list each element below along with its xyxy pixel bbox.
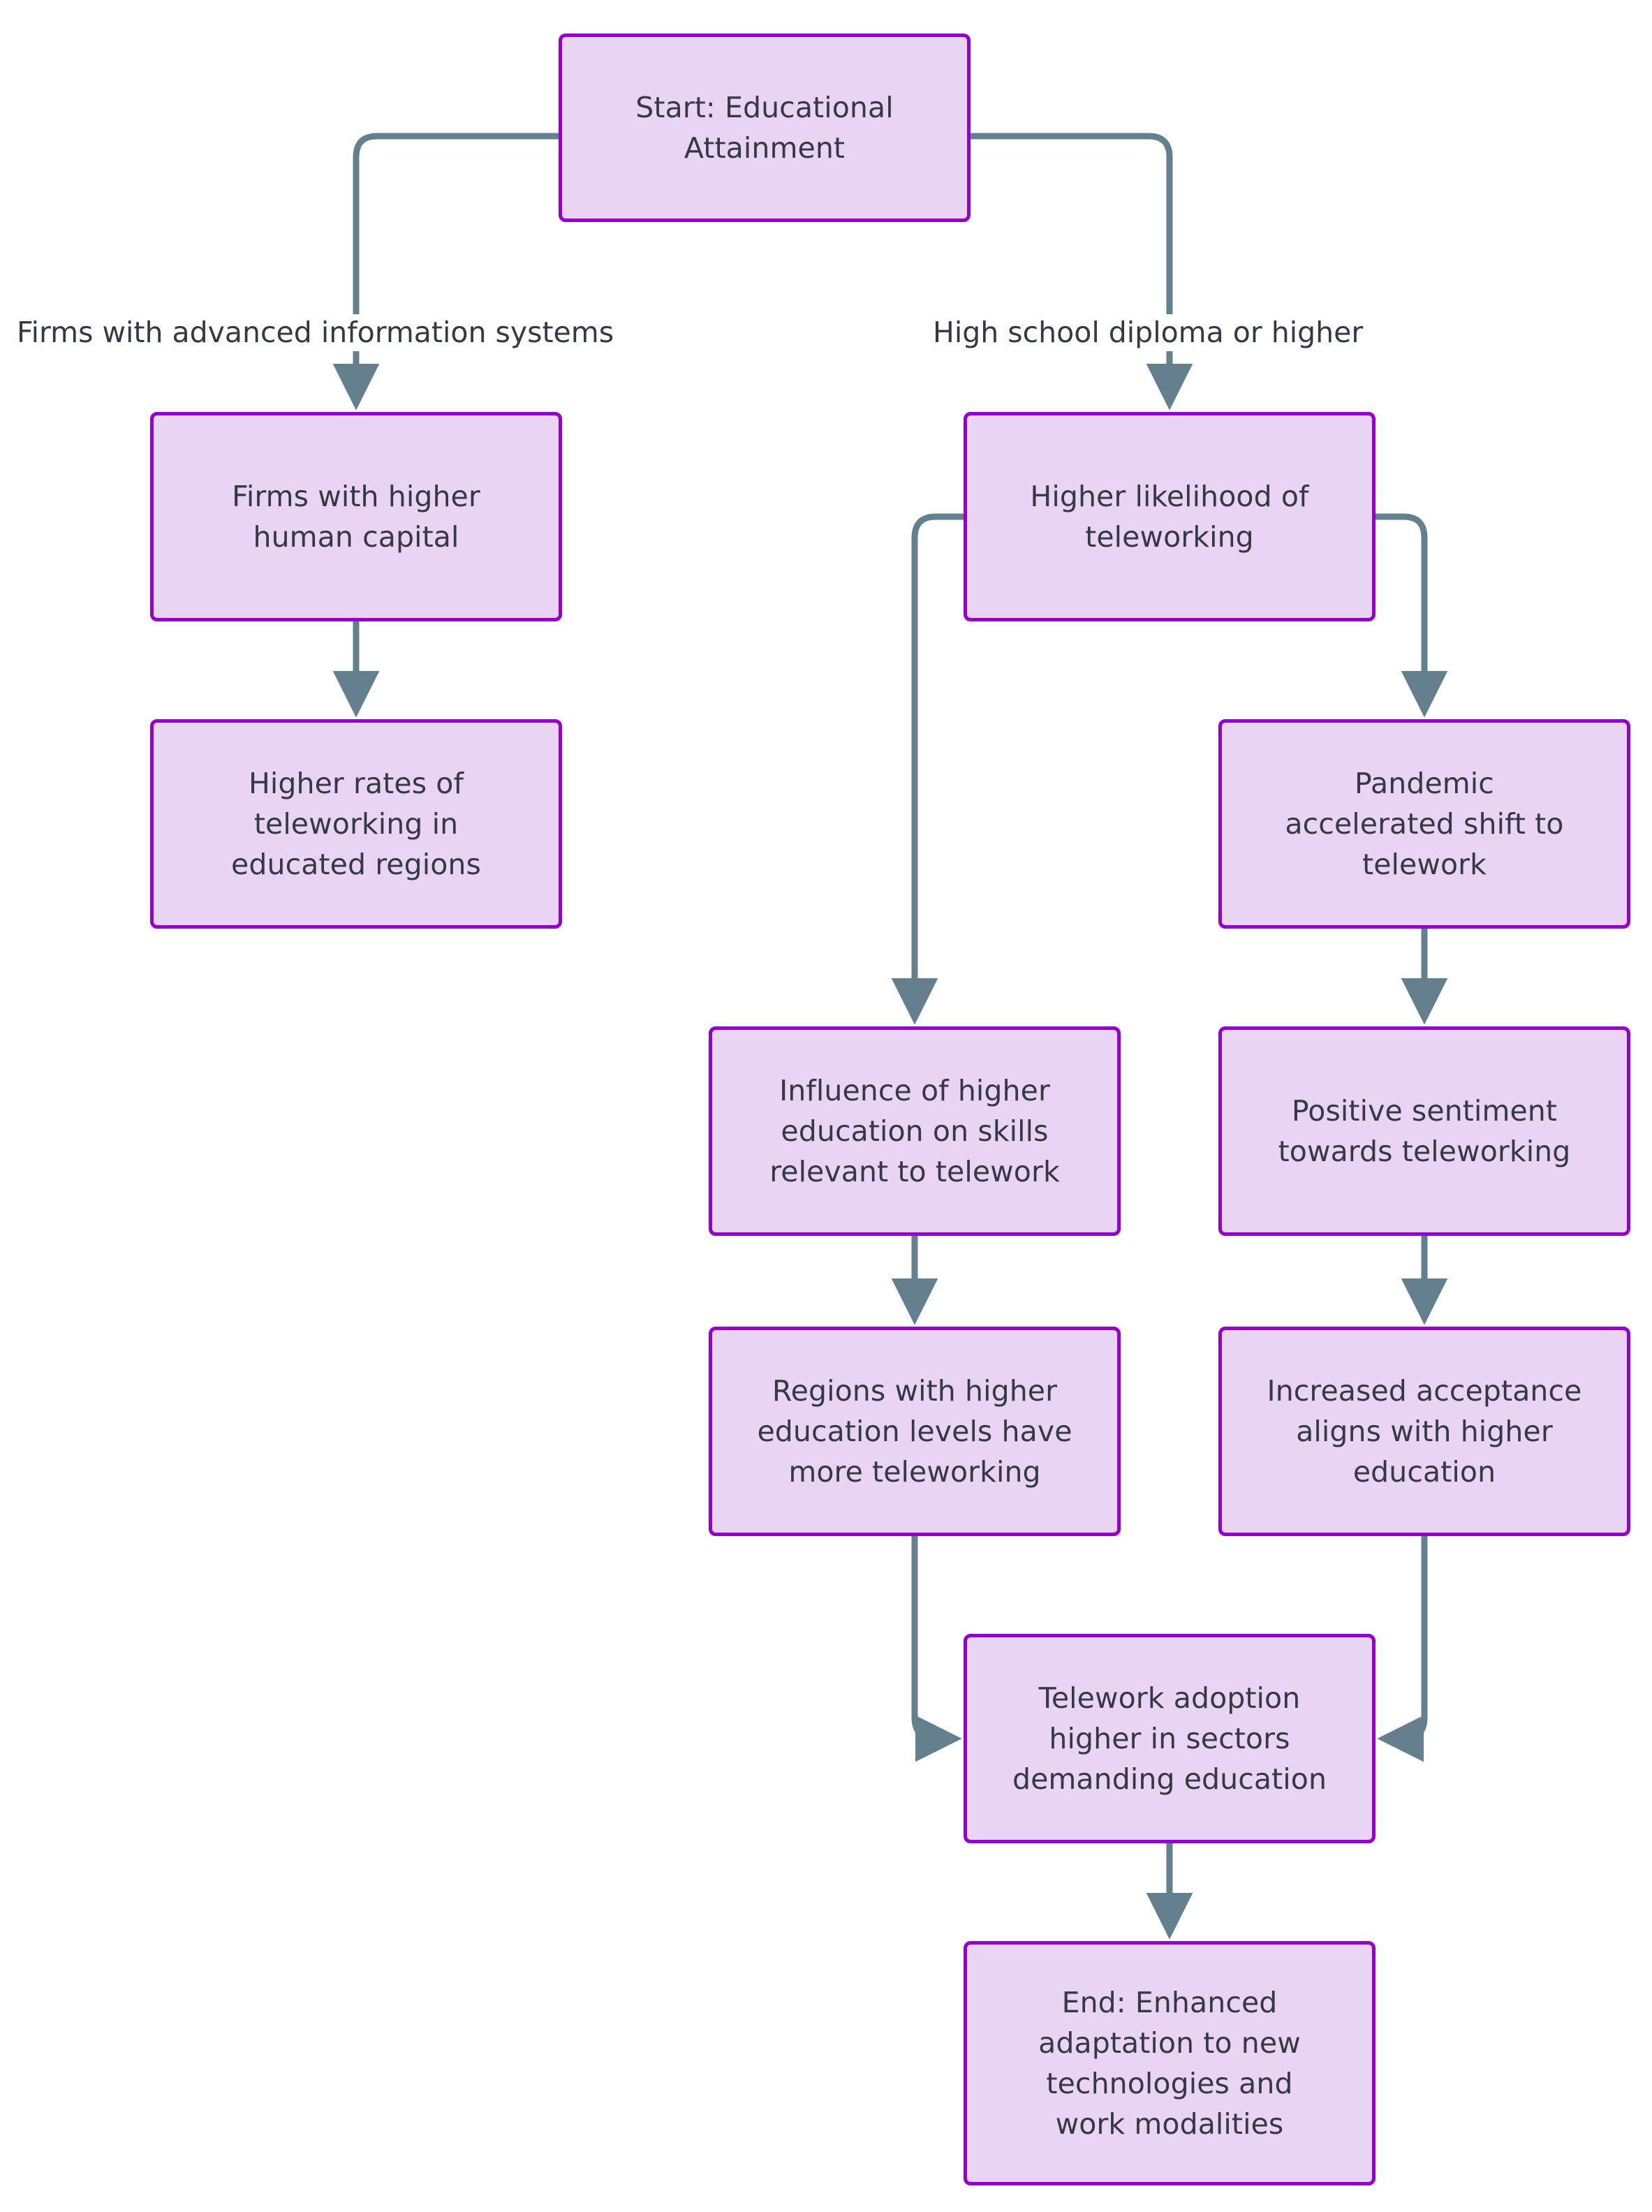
- node-higher-rates-teleworking[interactable]: Higher rates of teleworking in educated …: [150, 719, 562, 929]
- edge-acceptance-to-sectors: [1377, 1536, 1428, 1762]
- edge-start-to-firms-human-capital: [332, 133, 559, 411]
- edge-higher-likelihood-to-influence: [891, 513, 964, 1025]
- node-influence-higher-education[interactable]: Influence of higher education on skills …: [709, 1026, 1121, 1236]
- node-end-enhanced-adaptation-label: End: Enhanced adaptation to new technolo…: [1038, 1985, 1301, 2141]
- node-influence-higher-education-label: Influence of higher education on skills …: [769, 1073, 1060, 1189]
- node-higher-likelihood-teleworking[interactable]: Higher likelihood of teleworking: [964, 412, 1376, 621]
- edge-label-high-school-diploma-or-higher: High school diploma or higher: [929, 314, 1368, 352]
- node-end-enhanced-adaptation[interactable]: End: Enhanced adaptation to new technolo…: [964, 1941, 1376, 2185]
- node-telework-adoption-sectors[interactable]: Telework adoption higher in sectors dema…: [964, 1634, 1376, 1843]
- node-pandemic-accelerated-shift[interactable]: Pandemic accelerated shift to telework: [1218, 719, 1630, 929]
- node-positive-sentiment-label: Positive sentiment towards teleworking: [1278, 1093, 1571, 1168]
- node-increased-acceptance-label: Increased acceptance aligns with higher …: [1267, 1373, 1582, 1489]
- node-higher-likelihood-teleworking-label: Higher likelihood of teleworking: [1030, 479, 1309, 554]
- node-pandemic-accelerated-shift-label: Pandemic accelerated shift to telework: [1285, 766, 1564, 882]
- node-firms-higher-human-capital-label: Firms with higher human capital: [232, 479, 480, 554]
- edge-start-to-higher-likelihood: [971, 133, 1193, 411]
- edge-regions-to-sectors: [911, 1536, 962, 1762]
- edge-higher-likelihood-to-pandemic: [1376, 513, 1448, 718]
- node-higher-rates-teleworking-label: Higher rates of teleworking in educated …: [231, 766, 481, 882]
- node-firms-higher-human-capital[interactable]: Firms with higher human capital: [150, 412, 562, 621]
- node-regions-higher-education-label: Regions with higher education levels hav…: [757, 1373, 1072, 1489]
- node-regions-higher-education[interactable]: Regions with higher education levels hav…: [709, 1327, 1121, 1536]
- node-increased-acceptance[interactable]: Increased acceptance aligns with higher …: [1218, 1327, 1630, 1536]
- node-positive-sentiment[interactable]: Positive sentiment towards teleworking: [1218, 1026, 1630, 1236]
- node-start-label: Start: Educational Attainment: [635, 90, 894, 165]
- edge-label-firms-advanced-information-systems: Firms with advanced information systems: [13, 314, 619, 352]
- node-telework-adoption-sectors-label: Telework adoption higher in sectors dema…: [1012, 1681, 1327, 1797]
- node-start[interactable]: Start: Educational Attainment: [559, 34, 971, 222]
